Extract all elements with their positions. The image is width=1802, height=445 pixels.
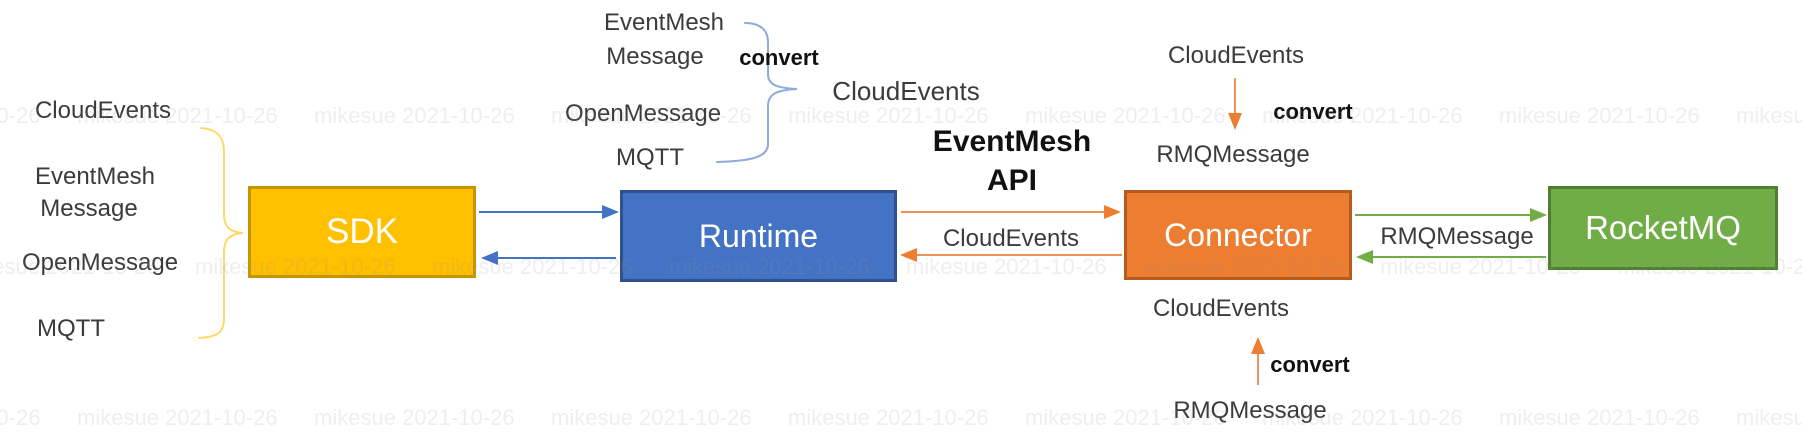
connector-inbound-to-rmqmessage: RMQMessage [1156, 141, 1310, 168]
runtime-protocol-openmessage: OpenMessage [564, 100, 722, 127]
connector-box: Connector [1124, 190, 1352, 280]
runtime-protocols-brace [716, 22, 798, 163]
runtime-protocol-mqtt: MQTT [616, 144, 684, 171]
sdk-protocol-mqtt: MQTT [37, 315, 105, 342]
sdk-box-label: SDK [326, 212, 398, 251]
runtime-connector-payload-cloudevents: CloudEvents [942, 225, 1080, 252]
connector-outbound-convert-label: convert [1270, 352, 1350, 377]
runtime-protocol-eventmesh: EventMesh [603, 9, 725, 36]
eventmesh-api-label: EventMesh API [933, 122, 1091, 200]
runtime-convert-label: convert [739, 45, 819, 70]
connector-rocketmq-payload-rmqmessage: RMQMessage [1380, 223, 1534, 250]
sdk-protocol-eventmesh: EventMesh [34, 163, 156, 190]
eventmesh-api-line2: API [986, 164, 1038, 197]
connector-box-label: Connector [1164, 216, 1312, 253]
rocketmq-box: RocketMQ [1548, 186, 1778, 270]
sdk-protocol-openmessage: OpenMessage [21, 249, 179, 276]
runtime-converted-to-cloudevents: CloudEvents [832, 76, 980, 106]
runtime-box-label: Runtime [698, 217, 819, 254]
connector-outbound-to-cloudevents: CloudEvents [1152, 295, 1290, 322]
sdk-protocol-eventmesh-message: Message [40, 195, 138, 222]
connector-outbound-from-rmqmessage: RMQMessage [1173, 397, 1327, 424]
sdk-protocol-cloudevents: CloudEvents [34, 97, 172, 124]
connector-inbound-convert-label: convert [1273, 99, 1353, 124]
eventmesh-api-line1: EventMesh [932, 125, 1092, 158]
sdk-box: SDK [248, 186, 476, 278]
runtime-protocol-eventmesh-message: Message [606, 43, 704, 70]
runtime-box: Runtime [620, 190, 897, 282]
connector-inbound-from-cloudevents: CloudEvents [1167, 42, 1305, 69]
sdk-protocols-brace [198, 127, 244, 339]
rocketmq-box-label: RocketMQ [1585, 209, 1741, 246]
